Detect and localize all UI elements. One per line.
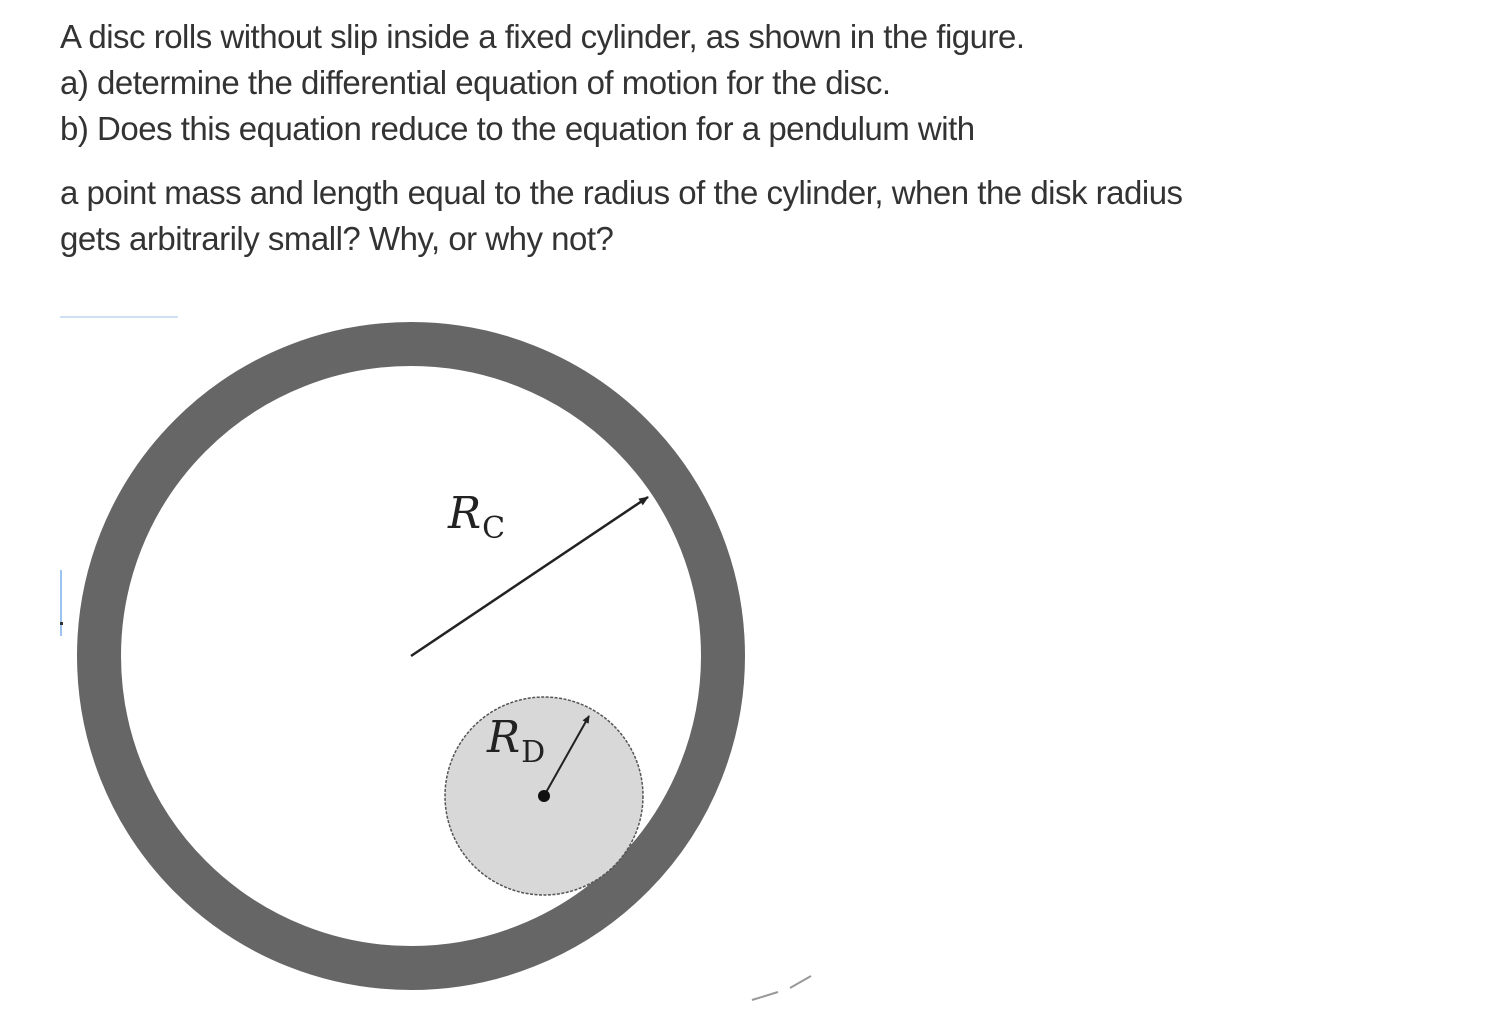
stray-mark [751, 991, 779, 1001]
divider-line [60, 316, 178, 318]
question-line-1: A disc rolls without slip inside a fixed… [60, 18, 1025, 55]
disc-radius-arrow [543, 715, 590, 797]
cylinder-wall [77, 322, 745, 990]
stray-mark [789, 975, 812, 989]
disc-center-dot [538, 790, 550, 802]
question-part-b: b) Does this equation reduce to the equa… [60, 110, 975, 147]
question-part-b-continuation: a point mass and length equal to the rad… [60, 170, 1360, 262]
question-part-a: a) determine the differential equation o… [60, 64, 891, 101]
cylinder-radius-arrow [410, 495, 649, 658]
text-cursor-tick [60, 622, 63, 625]
disc-radius-label: RD [487, 712, 546, 770]
disc [444, 696, 644, 896]
text-cursor [60, 570, 62, 636]
question-part-b-line-3: gets arbitrarily small? Why, or why not? [60, 220, 614, 257]
question-part-b-line-2: a point mass and length equal to the rad… [60, 174, 1183, 211]
cylinder-radius-label: RC [448, 488, 506, 546]
question-text: A disc rolls without slip inside a fixed… [60, 14, 1360, 262]
